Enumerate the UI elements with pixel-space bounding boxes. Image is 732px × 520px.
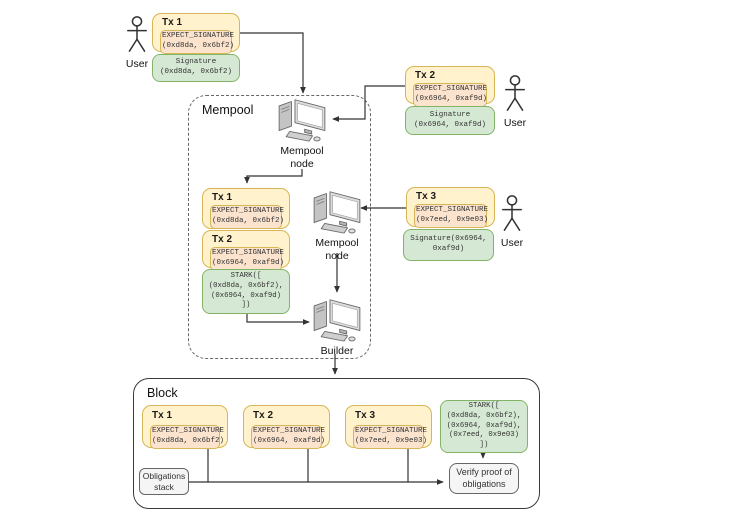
block-tx1-title: Tx 1 [152,410,173,421]
mempool-node1: Mempool node [271,98,333,170]
tx2-expect-args: (0x6964, 0xaf9d) [415,94,488,103]
mempool-tx1-expect-box: EXPECT_SIGNATURE (0xd8da, 0x6bf2) [210,205,285,229]
tx3-expect-label: EXPECT_SIGNATURE [416,206,489,214]
block-tx2-expect-args: (0x6964, 0xaf9d) [253,436,326,445]
obligations-stack-box: Obligations stack [139,468,189,495]
tx3-signature-box: Signature(0x6964, 0xaf9d) [403,229,494,261]
mempool-node1-label: Mempool node [271,145,333,170]
obligations-stack-line2: stack [154,481,174,492]
block-tx3-title: Tx 3 [355,410,376,421]
block-tx3-expect-args: (0x7eed, 0x9e03) [355,436,428,445]
mempool-node2-label: Mempool node [306,237,368,262]
tx2-signature-line1: Signature [429,110,471,119]
block-tx2-card: Tx 2 EXPECT_SIGNATURE (0x6964, 0xaf9d) [243,405,330,449]
tx1-signature-line2: (0xd8da, 0x6bf2) [159,68,232,76]
mempool-stark-box: STARK([ (0xd8da, 0x6bf2), (0x6964, 0xaf9… [202,269,290,314]
block-tx2-expect-box: EXPECT_SIGNATURE (0x6964, 0xaf9d) [251,425,326,449]
tx1-source-card: Tx 1 EXPECT_SIGNATURE (0xd8da, 0x6bf2) [152,13,240,54]
user1-person-icon [127,16,147,52]
mempool-tx1-expect-args: (0xd8da, 0x6bf2) [212,216,285,225]
user2-label: User [503,117,527,129]
tx3-source-card: Tx 3 EXPECT_SIGNATURE (0x7eed, 0x9e03) [406,187,495,228]
block-tx3-expect-box: EXPECT_SIGNATURE (0x7eed, 0x9e03) [353,425,428,449]
block-stark-line5: ]) [479,440,489,449]
user2-actor: User [497,74,533,129]
tx3-expect-args: (0x7eed, 0x9e03) [416,215,489,224]
user3-person-icon [502,195,522,231]
computer-icon [313,299,361,342]
mempool-tx2-expect-label: EXPECT_SIGNATURE [212,249,285,257]
block-tx1-expect-box: EXPECT_SIGNATURE (0xd8da, 0x6bf2) [150,425,225,449]
user3-label: User [500,237,524,249]
mempool-tx1-title: Tx 1 [212,192,233,203]
tx2-expect-label: EXPECT_SIGNATURE [415,85,488,93]
user1-label: User [125,58,149,70]
mempool-tx2-expect-args: (0x6964, 0xaf9d) [212,258,285,267]
mempool-tx2-title: Tx 2 [212,234,233,245]
tx1-expect-box: EXPECT_SIGNATURE (0xd8da, 0x6bf2) [160,30,235,54]
builder-label: Builder [320,345,354,357]
block-label: Block [147,386,178,400]
tx2-source-card: Tx 2 EXPECT_SIGNATURE (0x6964, 0xaf9d) [405,66,495,107]
obligations-stack-line1: Obligations [142,470,186,481]
tx3-signature-line2: 0xaf9d) [432,245,465,253]
mempool-tx2-card: Tx 2 EXPECT_SIGNATURE (0x6964, 0xaf9d) [202,230,290,271]
block-tx3-expect-label: EXPECT_SIGNATURE [355,427,428,435]
block-tx1-expect-label: EXPECT_SIGNATURE [152,427,225,435]
tx3-source-title: Tx 3 [416,191,437,202]
tx2-source-title: Tx 2 [415,70,436,81]
user3-actor: User [494,194,530,249]
tx1-signature-line1: Signature [175,58,217,67]
computer-icon [313,191,361,234]
tx1-source-title: Tx 1 [162,17,183,28]
mempool-node1-label-line2: node [290,157,314,170]
block-stark-line3: (0x6964, 0xaf9d), [446,421,522,430]
mempool-node2-label-line1: Mempool [315,237,359,249]
verify-proof-line2: obligations [462,478,506,489]
mempool-container: Mempool [188,95,371,359]
tx2-signature-box: Signature (0x6964, 0xaf9d) [405,106,495,135]
block-tx1-expect-args: (0xd8da, 0x6bf2) [152,436,225,445]
tx1-expect-args: (0xd8da, 0x6bf2) [162,41,235,50]
mempool-node1-label-line1: Mempool [280,145,324,157]
tx3-signature-line1: Signature(0x6964, [410,235,487,244]
computer-icon [278,99,326,142]
builder-node: Builder [306,298,368,358]
user2-person-icon [505,75,525,111]
mempool-label: Mempool [202,103,254,117]
mempool-tx1-card: Tx 1 EXPECT_SIGNATURE (0xd8da, 0x6bf2) [202,188,290,229]
mempool-stark-line3: (0x6964, 0xaf9d) [210,291,282,300]
block-tx1-card: Tx 1 EXPECT_SIGNATURE (0xd8da, 0x6bf2) [142,405,228,449]
block-tx3-card: Tx 3 EXPECT_SIGNATURE (0x7eed, 0x9e03) [345,405,432,449]
block-tx2-title: Tx 2 [253,410,274,421]
mempool-node2: Mempool node [306,190,368,262]
tx1-signature-box: Signature (0xd8da, 0x6bf2) [152,54,240,82]
tx3-expect-box: EXPECT_SIGNATURE (0x7eed, 0x9e03) [414,204,489,228]
block-tx2-expect-label: EXPECT_SIGNATURE [253,427,326,435]
mempool-stark-line2: (0xd8da, 0x6bf2), [208,281,284,290]
mempool-tx2-expect-box: EXPECT_SIGNATURE (0x6964, 0xaf9d) [210,247,285,271]
mempool-tx1-expect-label: EXPECT_SIGNATURE [212,207,285,215]
block-container: Block [133,378,540,509]
connector-tx1-to-mempool-node1 [240,32,306,94]
verify-proof-box: Verify proof of obligations [449,463,519,494]
mempool-stark-line4: ]) [241,301,251,310]
block-stark-box: STARK([ (0xd8da, 0x6bf2), (0x6964, 0xaf9… [440,400,528,453]
tx2-expect-box: EXPECT_SIGNATURE (0x6964, 0xaf9d) [413,83,487,107]
block-stark-line4: (0x7eed, 0x9e03) [448,431,520,440]
tx2-signature-line2: (0x6964, 0xaf9d) [413,120,486,129]
mempool-stark-line1: STARK([ [230,272,262,281]
tx1-expect-label: EXPECT_SIGNATURE [162,32,235,40]
mempool-node2-label-line2: node [325,249,349,262]
block-stark-line1: STARK([ [468,402,500,411]
block-stark-line2: (0xd8da, 0x6bf2), [446,412,522,421]
verify-proof-line1: Verify proof of [456,466,512,477]
user1-actor: User [119,15,155,70]
